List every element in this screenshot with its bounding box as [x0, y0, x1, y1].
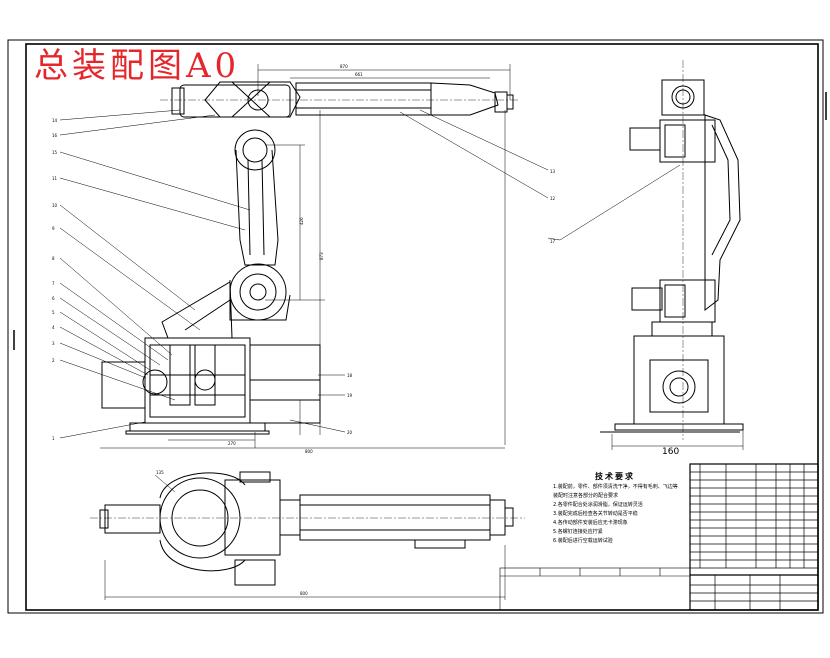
svg-text:14: 14 — [52, 118, 58, 123]
svg-text:19: 19 — [347, 393, 353, 398]
dimension-160: 160 — [662, 447, 679, 457]
tech-heading: 技术要求 — [595, 471, 635, 481]
svg-text:270: 270 — [228, 441, 236, 446]
tech-note: 2.各零件配合处涂润滑脂，保证运转灵活 — [553, 502, 643, 508]
tech-note: 装配时注意各部分的配合要求 — [553, 493, 619, 499]
svg-text:1: 1 — [52, 436, 55, 441]
front-view-callout-numbers: 14 16 15 11 10 9 8 7 6 5 4 3 2 1 18 19 2… — [52, 118, 556, 441]
svg-text:10: 10 — [52, 203, 58, 208]
svg-text:17: 17 — [550, 239, 556, 244]
svg-text:13: 13 — [550, 169, 556, 174]
drawing-title: 总装配图A0 — [34, 46, 241, 86]
front-view: 870 661 426 873 270 800 — [100, 64, 520, 454]
svg-text:12: 12 — [550, 196, 556, 201]
svg-text:15: 15 — [52, 150, 58, 155]
svg-text:9: 9 — [52, 226, 55, 231]
svg-text:7: 7 — [52, 281, 55, 286]
inner-border — [25, 43, 819, 611]
tech-note: 5.各螺钉连接处应拧紧 — [553, 529, 603, 535]
svg-text:6: 6 — [52, 296, 55, 301]
svg-text:5: 5 — [52, 310, 55, 315]
svg-text:873: 873 — [319, 252, 324, 260]
svg-text:135: 135 — [156, 470, 164, 475]
svg-text:3: 3 — [52, 341, 55, 346]
bottom-revision-table — [499, 567, 691, 611]
svg-text:800: 800 — [305, 449, 313, 454]
svg-text:8: 8 — [52, 256, 55, 261]
tech-note: 4.各传动部件安装后应无卡滞现象 — [553, 520, 628, 526]
tech-note: 3.装配完成后检查各关节转动是否平稳 — [553, 511, 638, 517]
svg-text:426: 426 — [299, 217, 304, 225]
svg-text:16: 16 — [52, 133, 58, 138]
front-view-leaders — [59, 109, 549, 439]
outer-border — [7, 39, 824, 614]
tech-note: 1.装配前，零件、部件须清洗干净，不得有毛刺、飞边等 — [553, 484, 678, 490]
svg-text:11: 11 — [52, 176, 58, 181]
svg-text:2: 2 — [52, 358, 55, 363]
side-view — [547, 60, 744, 450]
tech-note: 6.装配后进行空载运转试验 — [553, 538, 613, 544]
svg-text:4: 4 — [52, 325, 55, 330]
top-view — [90, 471, 525, 600]
title-block — [689, 463, 819, 611]
svg-text:18: 18 — [347, 373, 353, 378]
svg-text:661: 661 — [355, 72, 363, 77]
tech-requirements: 技术要求 1.装配前，零件、部件须清洗干净，不得有毛刺、飞边等 装配时注意各部分… — [553, 472, 683, 546]
svg-text:870: 870 — [340, 64, 348, 69]
svg-text:20: 20 — [347, 430, 353, 435]
svg-text:800: 800 — [300, 591, 308, 596]
